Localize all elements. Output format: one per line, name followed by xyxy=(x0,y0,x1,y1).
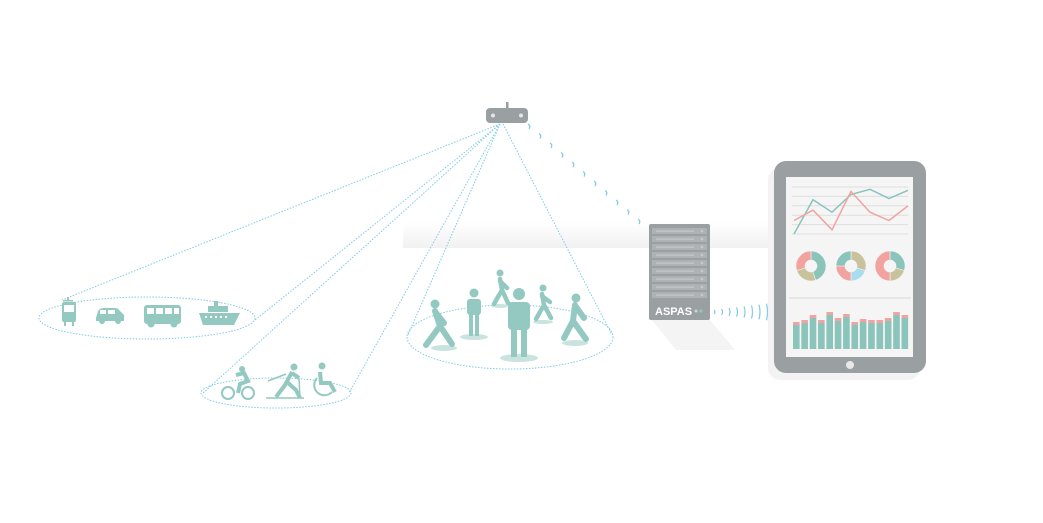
walker-icon xyxy=(423,299,455,348)
donut-slice xyxy=(810,250,827,281)
server-slot-led xyxy=(700,285,704,289)
signal-arc xyxy=(626,208,630,215)
signal-arc xyxy=(713,309,716,315)
wireless-signal-icon xyxy=(713,303,769,321)
bar xyxy=(801,323,808,349)
tram-icon xyxy=(62,297,76,326)
signal-arc xyxy=(637,218,641,225)
server-slot-led xyxy=(700,277,704,281)
bar xyxy=(901,318,909,349)
bar-cap xyxy=(884,318,892,321)
car-icon xyxy=(96,308,124,324)
signal-arc xyxy=(720,308,724,316)
server-slot-line xyxy=(656,230,694,232)
donut-slice xyxy=(835,250,852,267)
bar-cap xyxy=(818,320,825,323)
line-chart xyxy=(792,186,909,235)
server-slot-line xyxy=(656,278,694,280)
bar-cap xyxy=(876,320,884,323)
bar xyxy=(893,315,900,349)
signal-arc xyxy=(582,170,586,177)
bar-cap xyxy=(793,322,800,325)
signal-arc xyxy=(765,303,769,321)
person-icon xyxy=(508,288,530,357)
server-slot-line xyxy=(656,254,694,256)
bar-cap xyxy=(834,318,842,321)
bar-cap xyxy=(851,322,859,325)
server-slot-led xyxy=(700,253,704,257)
server-slot-led xyxy=(700,229,704,233)
sensor-device xyxy=(486,102,528,123)
signal-arc xyxy=(527,123,531,130)
signal-arc xyxy=(735,307,739,317)
donut-charts xyxy=(795,250,906,282)
bar xyxy=(793,325,800,349)
tablet-dashboard xyxy=(768,161,926,380)
server-label: ASPAS xyxy=(655,306,692,318)
series-line-pink xyxy=(793,190,909,232)
bar-cap xyxy=(868,320,875,323)
server-slot-led xyxy=(700,245,704,249)
bar-cap xyxy=(826,312,833,315)
signal-arc xyxy=(593,180,597,187)
series-line-teal xyxy=(793,188,909,235)
server-slot-line xyxy=(656,238,694,240)
aspas-server: ASPAS xyxy=(649,224,735,350)
signal-arc xyxy=(604,189,608,196)
vehicles-zone xyxy=(38,296,256,340)
signal-arc xyxy=(743,306,746,318)
bus-icon xyxy=(144,305,181,328)
bar-cap xyxy=(843,314,850,317)
server-slot-led xyxy=(700,269,704,273)
bar xyxy=(809,318,817,349)
sensor-beams xyxy=(61,123,613,394)
bar xyxy=(868,323,875,349)
wireless-signal-icon xyxy=(527,123,641,225)
light-mobility-zone xyxy=(200,377,352,409)
bar xyxy=(884,321,892,349)
walker-icon xyxy=(561,293,589,342)
signal-arc xyxy=(728,307,731,317)
bar xyxy=(876,323,884,349)
bar xyxy=(843,317,850,349)
pedestrians xyxy=(423,269,589,362)
server-slot-line xyxy=(656,286,694,288)
bar xyxy=(859,322,867,349)
bar-cap xyxy=(893,312,900,315)
server-slot-led xyxy=(700,237,704,241)
skier-icon xyxy=(266,363,304,399)
bar xyxy=(818,323,825,349)
home-button xyxy=(846,361,854,369)
signal-arc xyxy=(750,305,754,319)
server-slot-led xyxy=(700,293,704,297)
bar-cap xyxy=(859,319,867,322)
walker-icon xyxy=(533,284,554,322)
donut-slice xyxy=(795,250,812,272)
bar xyxy=(834,321,842,349)
bar-cap xyxy=(901,315,909,318)
person-icon xyxy=(467,288,481,336)
signal-arc xyxy=(758,304,761,320)
signal-arc xyxy=(538,132,542,139)
bar xyxy=(851,325,859,349)
bar xyxy=(826,315,833,349)
bar-cap xyxy=(809,315,817,318)
server-slot-line xyxy=(656,262,694,264)
walker-icon xyxy=(491,269,511,307)
server-slot-line xyxy=(656,246,694,248)
server-slot-line xyxy=(656,294,694,296)
bicycle-icon xyxy=(221,366,255,400)
server-slot-line xyxy=(656,270,694,272)
bar-chart xyxy=(793,312,909,349)
background-band xyxy=(403,222,773,248)
signal-arc xyxy=(560,151,564,158)
ship-icon xyxy=(199,301,240,325)
signal-arc xyxy=(615,199,619,206)
bar-cap xyxy=(801,320,808,323)
wheelchair-icon xyxy=(313,362,337,397)
server-slot-led xyxy=(700,261,704,265)
signal-arc xyxy=(549,142,553,149)
donut-slice xyxy=(874,250,891,282)
signal-arc xyxy=(571,161,575,168)
